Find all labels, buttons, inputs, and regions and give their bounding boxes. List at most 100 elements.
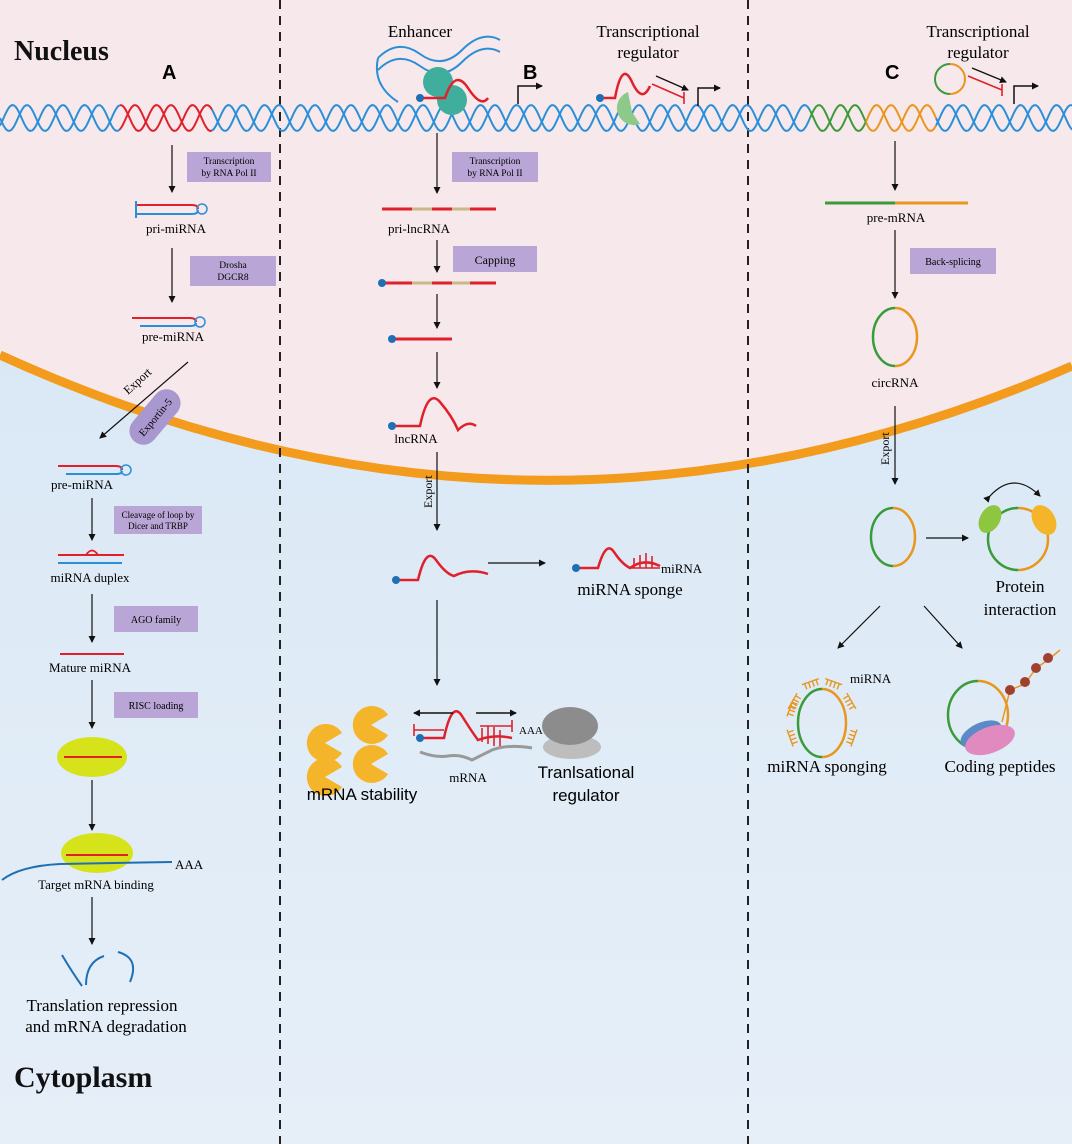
step-text-backsplicing: Back-splicing bbox=[925, 257, 981, 268]
tr-label-c-2: regulator bbox=[947, 43, 1009, 62]
step-box-dicer bbox=[114, 506, 202, 534]
step-box-backsplicing bbox=[910, 248, 996, 274]
capped-pri-lncrna bbox=[378, 279, 496, 287]
mrna-label-b: mRNA bbox=[449, 770, 487, 785]
pre-mrna-label: pre-mRNA bbox=[867, 210, 926, 225]
dna-helix bbox=[0, 104, 1072, 132]
dna-strand bbox=[865, 104, 937, 132]
dna-strand bbox=[119, 104, 213, 132]
step-text-transcription-1: Transcription bbox=[204, 157, 255, 167]
mirna-label-c: miRNA bbox=[850, 671, 892, 686]
nucleus-label: Nucleus bbox=[14, 36, 109, 67]
pre-mirna-hairpin-nucleus bbox=[132, 316, 206, 328]
dna-strand bbox=[935, 104, 1072, 132]
cytoplasm-label: Cytoplasm bbox=[14, 1061, 152, 1094]
circrna-cytoplasm bbox=[869, 506, 917, 568]
panel-a: Transcription by RNA Pol II pri-miRNA Dr… bbox=[1, 145, 276, 1036]
dna-strand bbox=[0, 104, 121, 132]
lncrna-sponge-complex bbox=[572, 547, 661, 572]
mirna-label-b: miRNA bbox=[661, 561, 703, 576]
arrow-c-sponging bbox=[837, 605, 881, 649]
enhancer-complex bbox=[416, 67, 490, 115]
mirna-sponge-label: miRNA sponge bbox=[577, 580, 682, 599]
dna-strand bbox=[119, 104, 213, 132]
outcome-label-1: Translation repression bbox=[27, 996, 178, 1015]
export-label-b: Export bbox=[421, 475, 435, 508]
dna-strand bbox=[211, 104, 811, 132]
pre-mirna-label-cytoplasm: pre-miRNA bbox=[51, 477, 114, 492]
tss-arrow-b1 bbox=[517, 82, 543, 104]
pri-mirna-label: pri-miRNA bbox=[146, 221, 207, 236]
step-box-drosha bbox=[190, 256, 276, 286]
step-text-risc: RISC loading bbox=[129, 701, 184, 712]
coding-peptides-complex bbox=[946, 649, 1061, 756]
arrow-export-a bbox=[99, 361, 189, 439]
panel-b: Enhancer Transcriptional regulator Trans… bbox=[307, 22, 721, 805]
step-box-ago bbox=[114, 606, 198, 632]
panel-label-a: A bbox=[162, 62, 176, 84]
bound-mirna bbox=[786, 699, 798, 717]
mirna-duplex bbox=[58, 549, 124, 564]
degraded-mrna-fragments bbox=[61, 951, 134, 987]
protein-interaction-label-1: Protein bbox=[995, 577, 1045, 596]
step-box-capping bbox=[453, 246, 537, 272]
step-box-transcription-b bbox=[452, 152, 538, 182]
tr-label-c-1: Transcriptional bbox=[926, 22, 1030, 41]
lncrna-label: lncRNA bbox=[394, 431, 438, 446]
mrna-stability-label: mRNA stability bbox=[307, 785, 418, 804]
risc-complex bbox=[57, 737, 127, 777]
pre-mirna-label-nucleus: pre-miRNA bbox=[142, 329, 205, 344]
coding-peptides-label: Coding peptides bbox=[945, 757, 1056, 776]
pri-lncrna-label: pri-lncRNA bbox=[388, 221, 451, 236]
protein-interaction-label-2: interaction bbox=[984, 600, 1057, 619]
pri-mirna-hairpin bbox=[135, 201, 208, 218]
circrna-label: circRNA bbox=[872, 375, 920, 390]
lncrna-folded bbox=[388, 397, 477, 433]
translational-regulator-label-2: regulator bbox=[552, 786, 619, 805]
stability-regulation bbox=[413, 709, 533, 762]
dna-strand bbox=[211, 104, 811, 132]
risc-target-binding bbox=[1, 833, 173, 881]
protein-interaction-complex bbox=[978, 482, 1057, 572]
dna-strand bbox=[809, 104, 867, 132]
transcriptional-regulator-b bbox=[596, 72, 721, 126]
spliced-lncrna bbox=[388, 335, 452, 343]
transcriptional-regulator-c bbox=[934, 63, 1039, 104]
aaa-label-a: AAA bbox=[175, 857, 204, 872]
mature-mirna-label: Mature miRNA bbox=[49, 660, 132, 675]
enhancer-label: Enhancer bbox=[388, 22, 453, 41]
bound-mirna bbox=[786, 729, 798, 747]
aaa-label-b: AAA bbox=[519, 725, 543, 737]
bound-mirna bbox=[842, 692, 857, 710]
step-box-risc bbox=[114, 692, 198, 718]
translational-regulator-label-1: Tranlsational bbox=[538, 763, 635, 782]
mirna-duplex-label: miRNA duplex bbox=[50, 570, 130, 585]
bound-mirna bbox=[801, 677, 820, 690]
panel-c: Transcriptional regulator pre-mRNA Back-… bbox=[767, 22, 1061, 776]
target-binding-label: Target mRNA binding bbox=[38, 877, 154, 892]
mirna-sponging-label: miRNA sponging bbox=[767, 757, 887, 776]
bound-mirna bbox=[824, 677, 843, 690]
step-text-b-2: by RNA Pol II bbox=[467, 169, 522, 179]
step-text-transcription-2: by RNA Pol II bbox=[201, 169, 256, 179]
bound-mirna bbox=[846, 729, 858, 747]
step-text-dicer-1: Cleavage of loop by bbox=[122, 510, 195, 520]
circrna-nucleus bbox=[871, 306, 919, 368]
step-text-drosha-2: DGCR8 bbox=[217, 273, 248, 283]
panel-label-b: B bbox=[523, 62, 537, 84]
step-box-transcription bbox=[187, 152, 271, 182]
step-text-dicer-2: Dicer and TRBP bbox=[128, 521, 188, 531]
step-text-capping: Capping bbox=[475, 253, 516, 267]
circrna-sponging-complex bbox=[786, 677, 858, 759]
dna-strand bbox=[809, 104, 867, 132]
step-text-drosha-1: Drosha bbox=[219, 261, 247, 271]
dna-strand bbox=[935, 104, 1072, 132]
outcome-label-2: and mRNA degradation bbox=[25, 1017, 187, 1036]
step-text-ago: AGO family bbox=[131, 615, 181, 626]
tr-label-b-1: Transcriptional bbox=[596, 22, 700, 41]
ribosome bbox=[542, 707, 601, 759]
arrow-c-peptides bbox=[923, 605, 963, 649]
cytoplasmic-lncrna bbox=[392, 554, 489, 584]
export-label-c: Export bbox=[878, 432, 892, 465]
